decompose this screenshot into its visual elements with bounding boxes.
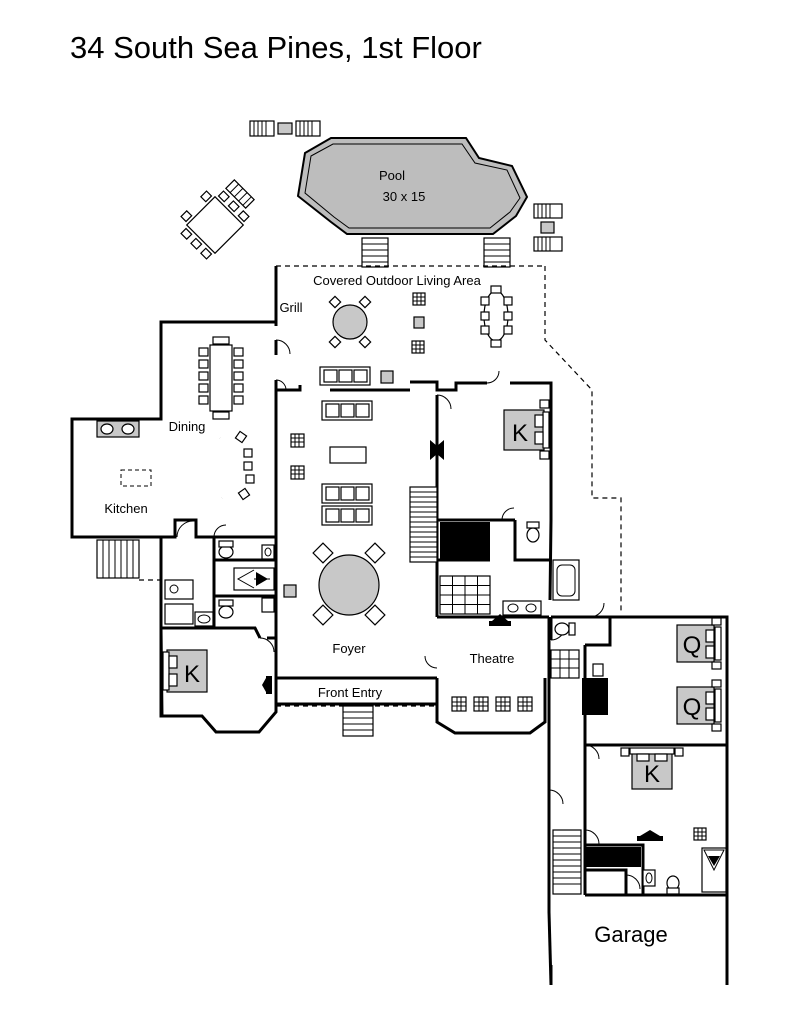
outdoor-steps	[225, 179, 255, 209]
kitchen-island-bar	[219, 430, 255, 501]
great-room-sofa-bottom	[321, 483, 373, 526]
south-tv	[637, 830, 663, 841]
kitchen-island	[120, 469, 152, 487]
west-shower	[233, 567, 275, 591]
pool-steps-right	[483, 237, 511, 268]
queen-bed-upper: Q	[676, 617, 722, 670]
covered-outdoor-boundary	[274, 265, 622, 612]
door-swings	[176, 339, 641, 890]
right-wing-closet	[582, 678, 608, 715]
dining-label: Dining	[169, 419, 206, 434]
east-bathtub	[552, 559, 580, 601]
south-nightstand	[693, 827, 707, 841]
south-bath-fixtures	[642, 847, 727, 895]
laundry-appliances	[164, 579, 214, 627]
great-room-sofa-top	[321, 400, 373, 421]
pool-steps-left	[361, 237, 389, 268]
foyer-label: Foyer	[332, 641, 366, 656]
patio-sofa	[319, 366, 394, 386]
east-shower-tiles	[439, 575, 491, 615]
theatre-screen	[489, 614, 511, 626]
kitchen-sink	[96, 420, 140, 438]
double-sided-fireplace	[430, 440, 444, 460]
theatre-seats	[451, 696, 533, 712]
east-king-bed: K	[503, 399, 550, 460]
south-king-bed: K	[620, 747, 684, 790]
covered-outdoor-label: Covered Outdoor Living Area	[313, 273, 481, 288]
walk-in-closet	[440, 522, 490, 559]
great-room-side-tables	[290, 433, 305, 480]
queen-bed-lower: Q	[676, 679, 722, 732]
kitchen-steps	[96, 539, 161, 581]
pool-label: Pool	[379, 168, 405, 183]
theatre-label: Theatre	[470, 651, 515, 666]
plan-title: 34 South Sea Pines, 1st Floor	[70, 30, 482, 65]
pool: Pool 30 x 15	[296, 137, 529, 235]
lounge-chairs-top	[249, 120, 321, 137]
patio-round-table	[328, 295, 372, 349]
outdoor-dining-table	[180, 190, 250, 260]
interior-walls	[160, 518, 645, 895]
right-wing-sink	[592, 663, 604, 677]
front-entry-label: Front Entry	[318, 685, 383, 700]
east-bed-label: K	[512, 420, 528, 447]
east-vanity	[502, 600, 542, 616]
patio-oval-table	[480, 285, 513, 348]
queen-lower-label: Q	[683, 694, 702, 721]
south-bed-label: K	[644, 761, 660, 788]
powder-room	[218, 540, 275, 560]
west-fireplace	[262, 676, 272, 694]
south-closet	[585, 847, 641, 867]
garage-stairs	[552, 829, 582, 895]
foyer-round-table	[312, 542, 386, 626]
patio-small-tables	[411, 292, 426, 354]
pool-size-label: 30 x 15	[383, 189, 426, 204]
garage-label: Garage	[594, 922, 667, 947]
west-king-bed: K	[162, 649, 208, 693]
queen-upper-label: Q	[683, 632, 702, 659]
main-staircase	[409, 486, 438, 563]
right-wing-toilet	[554, 622, 576, 636]
coffee-table	[329, 446, 367, 464]
west-bed-label: K	[184, 661, 200, 688]
east-toilet	[526, 521, 540, 543]
dining-table	[198, 336, 244, 420]
west-toilet	[218, 584, 297, 619]
kitchen-label: Kitchen	[104, 501, 147, 516]
front-steps	[342, 705, 374, 737]
grill-label: Grill	[279, 300, 302, 315]
lounge-chairs-right	[533, 203, 563, 252]
right-wing-shower	[550, 649, 580, 679]
